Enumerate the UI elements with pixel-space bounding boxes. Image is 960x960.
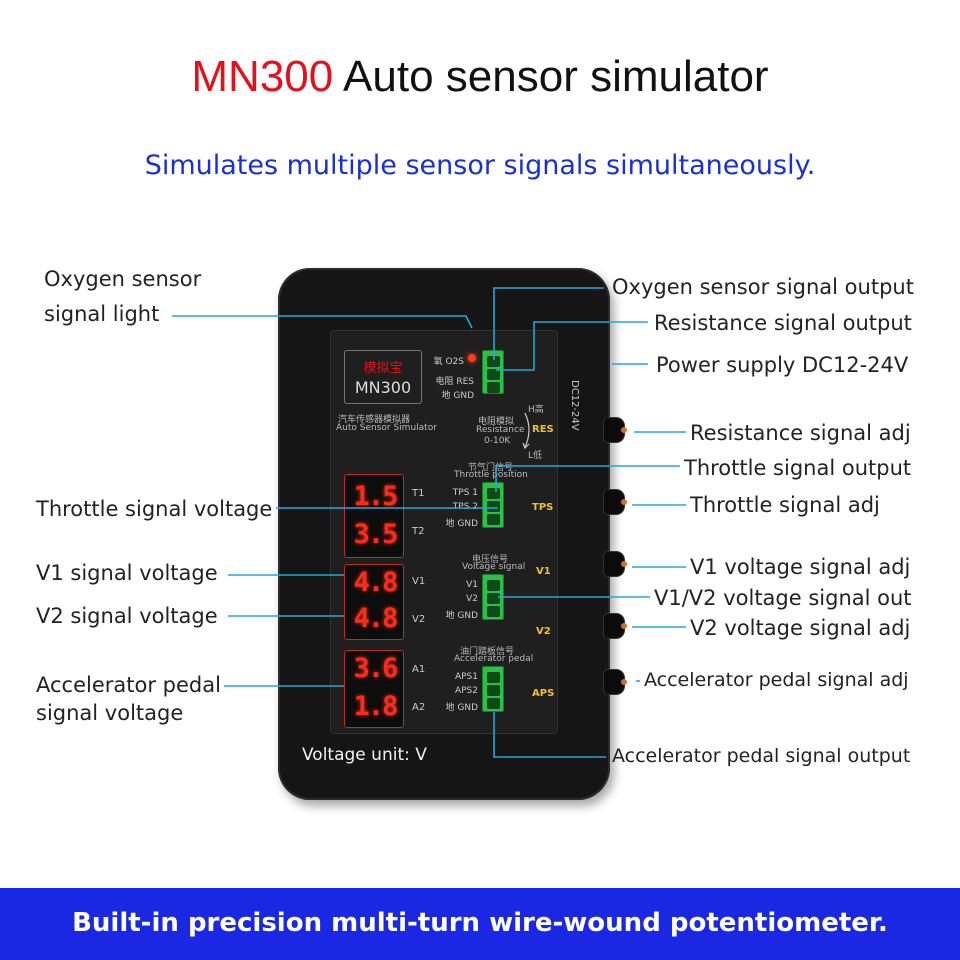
device-name-en: Auto Sensor Simulator: [336, 423, 437, 433]
label-v12-out: V1/V2 voltage signal out: [654, 586, 912, 610]
connector-aps[interactable]: [482, 666, 504, 712]
label-o2-light-2: signal light: [44, 302, 160, 326]
res-label-cn: 电阻模拟: [478, 417, 515, 427]
tps-tag: TPS: [532, 502, 554, 513]
label-throttle-voltage: Throttle signal voltage: [36, 497, 273, 521]
pin-aps2: APS2: [454, 686, 478, 696]
front-panel: 模拟宝 MN300 汽车传感器模拟器 Auto Sensor Simulator…: [330, 330, 580, 734]
pin-gnd-top: 地 GND: [441, 391, 475, 401]
tps-label-en: Throttle position: [454, 470, 528, 480]
label-aps-voltage-1: Accelerator pedal: [36, 673, 221, 697]
voltage-unit: Voltage unit: V: [302, 745, 427, 765]
pin-aps-gnd: 地 GND: [445, 703, 479, 713]
simulator-device: 模拟宝 MN300 汽车传感器模拟器 Auto Sensor Simulator…: [278, 268, 627, 800]
res-range: 0-10K: [484, 436, 511, 446]
brand-logo: 模拟宝 MN300: [344, 350, 422, 404]
tag-t1: T1: [412, 488, 425, 499]
display-v2: 4.8: [353, 603, 399, 634]
label-aps-output: Accelerator pedal signal output: [612, 745, 911, 767]
aps-label-cn: 油门踏板信号: [460, 647, 515, 657]
label-v1-voltage: V1 signal voltage: [36, 561, 218, 585]
pin-aps1: APS1: [454, 672, 478, 682]
label-v1-adj: V1 voltage signal adj: [690, 555, 911, 579]
device-name-cn: 汽车传感器模拟器: [338, 415, 411, 425]
power-label: DC12-24V: [569, 380, 580, 431]
accelerator-display: 3.6 1.8: [344, 650, 404, 728]
display-t2: 3.5: [353, 519, 399, 550]
res-low: L低: [528, 451, 543, 461]
tag-a1: A1: [412, 664, 426, 675]
tps-label-cn: 节气门信号: [468, 463, 514, 473]
label-v2-adj: V2 voltage signal adj: [690, 616, 911, 640]
pin-v-gnd: 地 GND: [445, 611, 479, 621]
pin-tps2: TPS 2: [452, 502, 478, 512]
footer-banner: Built-in precision multi-turn wire-wound…: [0, 888, 960, 960]
label-tps-output: Throttle signal output: [684, 456, 912, 480]
label-tps-adj: Throttle signal adj: [690, 493, 880, 517]
res-knob[interactable]: [604, 418, 627, 442]
label-aps-voltage-2: signal voltage: [36, 701, 184, 725]
oxygen-led-icon: [468, 354, 476, 362]
tag-v1: V1: [412, 576, 426, 587]
aps-tag: APS: [532, 688, 555, 699]
voltage-display: 4.8 4.8: [344, 564, 404, 640]
v1-tag: V1: [536, 566, 551, 577]
v2-tag: V2: [536, 626, 551, 637]
connector-o2-res[interactable]: [482, 350, 504, 394]
volt-label-cn: 电压信号: [472, 555, 509, 565]
pin-v2: V2: [466, 594, 478, 604]
label-o2-light-1: Oxygen sensor: [44, 267, 202, 291]
aps-knob[interactable]: [604, 670, 627, 694]
pin-tps-gnd: 地 GND: [445, 519, 479, 529]
banner-text: Built-in precision multi-turn wire-wound…: [72, 908, 888, 938]
pin-v1: V1: [466, 580, 478, 590]
title-text: Auto sensor simulator: [333, 52, 769, 101]
res-label-en: Resistance: [476, 425, 525, 435]
pin-res: 电阻 RES: [435, 377, 474, 387]
label-power: Power supply DC12-24V: [656, 353, 909, 377]
pin-tps1: TPS 1: [452, 488, 478, 498]
label-aps-adj: Accelerator pedal signal adj: [644, 669, 909, 691]
tag-v2: V2: [412, 614, 426, 625]
connector-voltage[interactable]: [482, 574, 504, 620]
tps-knob[interactable]: [604, 490, 627, 514]
tag-a2: A2: [412, 702, 426, 713]
connector-tps[interactable]: [482, 482, 504, 528]
label-res-output: Resistance signal output: [654, 311, 912, 335]
page-title: MN300 Auto sensor simulator: [0, 52, 960, 102]
tag-t2: T2: [412, 526, 425, 537]
display-a2: 1.8: [353, 691, 399, 722]
label-v2-voltage: V2 signal voltage: [36, 604, 218, 628]
logo-model: MN300: [354, 378, 412, 397]
display-a1: 3.6: [353, 653, 399, 684]
v1-knob[interactable]: [604, 552, 627, 576]
display-v1: 4.8: [353, 567, 399, 598]
aps-label-en: Accelerator pedal: [454, 654, 534, 664]
label-res-adj: Resistance signal adj: [690, 421, 911, 445]
display-t1: 1.5: [353, 481, 399, 512]
volt-label-en: Voltage signal: [462, 562, 526, 572]
rotate-arrow-icon: [522, 412, 530, 450]
throttle-display: 1.5 3.5: [344, 474, 404, 558]
logo-brand-cn: 模拟宝: [363, 361, 403, 376]
label-o2-output: Oxygen sensor signal output: [612, 275, 914, 299]
res-tag: RES: [532, 424, 554, 435]
page-subtitle: Simulates multiple sensor signals simult…: [144, 150, 816, 181]
pin-o2s: 氧 O2S: [433, 357, 464, 367]
res-high: H高: [528, 405, 544, 415]
title-model: MN300: [191, 52, 334, 101]
v2-knob[interactable]: [604, 614, 627, 638]
